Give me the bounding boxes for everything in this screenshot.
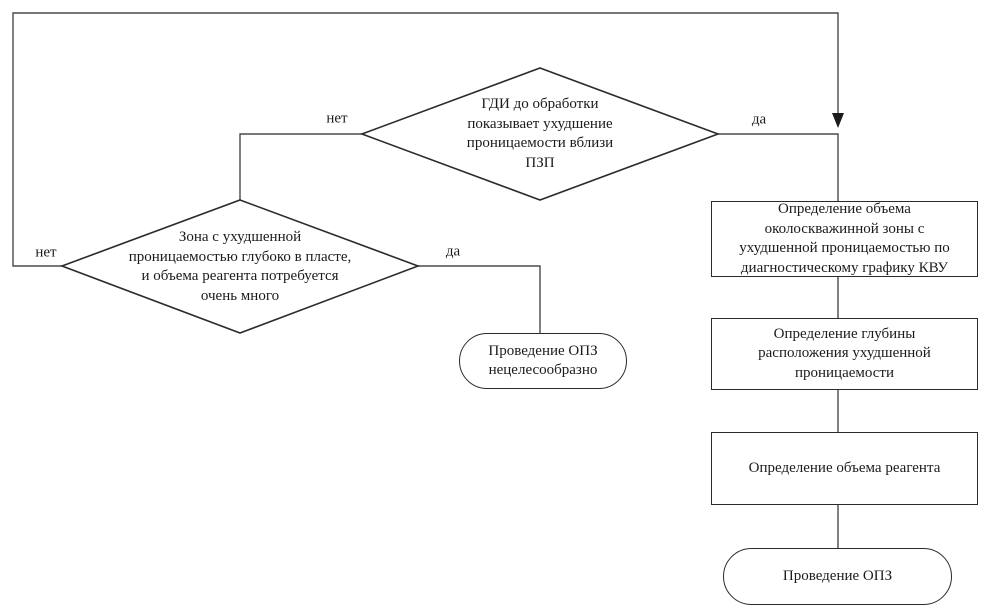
edge-gdi-yes [718,133,839,201]
edge-zone-yes [418,265,541,333]
decision-zone-label: Зона с ухудшенной проницаемостью глубоко… [128,229,352,304]
decision-zone-diamond [59,199,421,334]
edge-label-gdi-no: нет [324,110,350,127]
terminal-opz-not-feasible: Проведение ОПЗ нецелесообразно [459,333,627,389]
edge-loopback-no [12,12,839,267]
edge-gdi-no [239,133,362,200]
edge-label-zone-yes: да [443,243,463,260]
process-depth-box: Определение глубины расположения ухудшен… [711,318,978,390]
edge-label-zone-no: нет [33,244,59,261]
decision-gdi-diamond [359,67,721,201]
decision-gdi-label: ГДИ до обработки показывает ухудшение пр… [466,96,614,171]
edge-label-gdi-yes: да [749,111,769,128]
process-volume-zone-box: Определение объема околоскважинной зоны … [711,201,978,277]
arrowhead-down-icon [832,113,844,128]
process-reagent-volume-box: Определение объема реагента [711,432,978,505]
terminal-opz-run: Проведение ОПЗ [723,548,952,605]
